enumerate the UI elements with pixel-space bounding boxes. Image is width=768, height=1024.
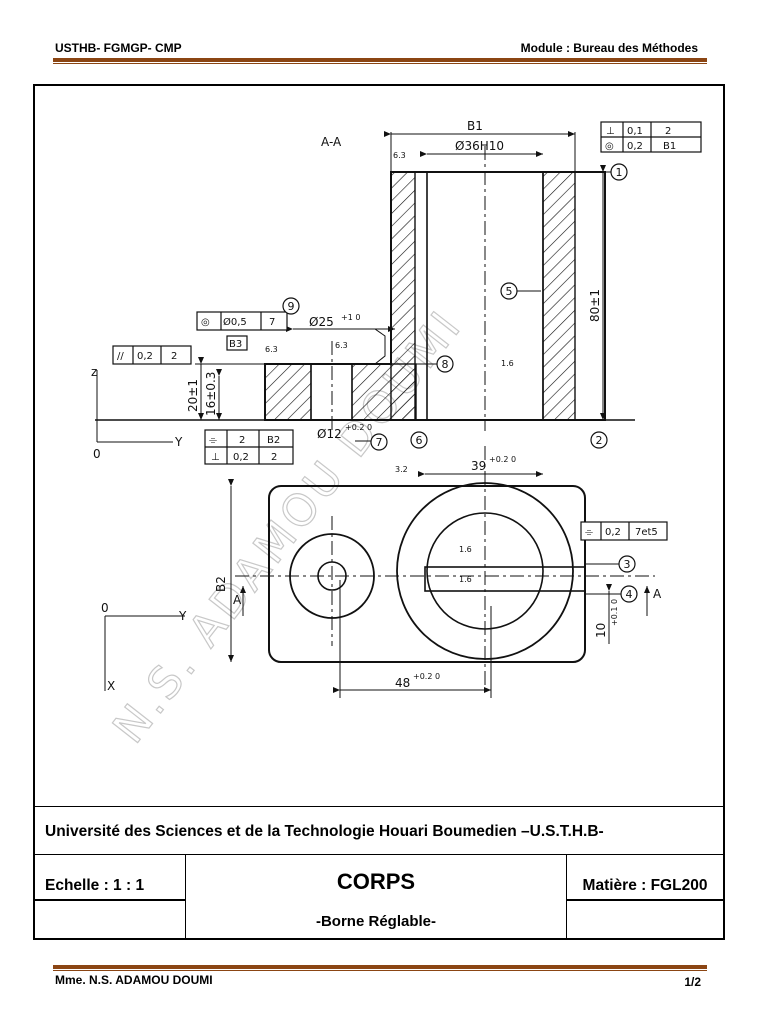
title-block-title-cell: CORPS -Borne Réglable- bbox=[186, 855, 566, 939]
hatch-flange bbox=[264, 363, 312, 421]
scale-label: Echelle : 1 : 1 bbox=[45, 877, 145, 894]
dim-10-tol: +0.1 0 bbox=[610, 599, 619, 626]
tol-conc-top-val: 0,2 bbox=[627, 141, 643, 152]
tol-perp-bottom-sym: ⊥ bbox=[211, 452, 220, 463]
title-block-row: Echelle : 1 : 1 CORPS -Borne Réglable- M… bbox=[35, 854, 723, 939]
technical-drawing: N.S. ADAMOU DOUMI bbox=[91, 119, 702, 753]
callout-6: 6 bbox=[416, 434, 423, 447]
dim-cbore-tol: +1 0 bbox=[341, 313, 360, 322]
section-a-left: A bbox=[233, 593, 242, 607]
dim-cbore: Ø25 bbox=[309, 315, 334, 329]
axis-y-top: Y bbox=[174, 435, 183, 449]
keyway-slot bbox=[424, 566, 586, 592]
tol-par-left-val: 0,2 bbox=[137, 351, 153, 362]
dim-hole: Ø12 bbox=[317, 427, 342, 441]
axis-y-bottom: Y bbox=[178, 609, 187, 623]
tol-conc-top-sym: ◎ bbox=[605, 141, 614, 152]
datum-b3: B3 bbox=[229, 339, 242, 350]
title-block-material-cell: Matière : FGL200 bbox=[566, 855, 723, 939]
tol-perp-bottom-ref: 2 bbox=[271, 452, 277, 463]
tol-sym-bottom-val: 2 bbox=[239, 435, 245, 446]
tol-sym-right-val: 0,2 bbox=[605, 527, 621, 538]
callout-8: 8 bbox=[442, 358, 449, 371]
callout-2: 2 bbox=[596, 434, 603, 447]
roughness-16-c: 1.6 bbox=[459, 575, 472, 584]
hatch-right-wall bbox=[542, 171, 576, 421]
axis-x-bottom: X bbox=[107, 679, 115, 693]
roughness-63-b: 6.3 bbox=[335, 341, 348, 350]
section-a-right: A bbox=[653, 587, 662, 601]
dim-h20: 20±1 bbox=[186, 379, 200, 412]
callout-4: 4 bbox=[626, 588, 633, 601]
callout-1: 1 bbox=[616, 166, 623, 179]
tol-conc-top-ref: B1 bbox=[663, 141, 676, 152]
tol-par-left-sym: // bbox=[117, 351, 124, 362]
dim-39-tol: +0.2 0 bbox=[489, 455, 516, 464]
university-name: Université des Sciences et de la Technol… bbox=[45, 823, 604, 840]
dim-h16: 16±0.3 bbox=[204, 372, 218, 416]
roughness-16-a: 1.6 bbox=[501, 359, 514, 368]
footer-author: Mme. N.S. ADAMOU DOUMI bbox=[55, 973, 213, 987]
roughness-63-a: 6.3 bbox=[393, 151, 406, 160]
roughness-16-b: 1.6 bbox=[459, 545, 472, 554]
material-label: Matière : FGL200 bbox=[582, 877, 708, 894]
part-subtitle: -Borne Réglable- bbox=[315, 913, 436, 930]
footer-rule bbox=[53, 965, 707, 971]
callout-3: 3 bbox=[624, 558, 631, 571]
dim-height: 80±1 bbox=[588, 289, 602, 322]
page-number: 1/2 bbox=[684, 975, 701, 989]
roughness-63-c: 6.3 bbox=[265, 345, 278, 354]
header-institution: USTHB- FGMGP- CMP bbox=[55, 41, 182, 55]
roughness-32: 3.2 bbox=[395, 465, 408, 474]
section-label: A-A bbox=[321, 135, 342, 149]
dim-bore: Ø36H10 bbox=[455, 139, 504, 153]
dim-hole-tol: +0.2 0 bbox=[345, 423, 372, 432]
tol-perp-top-sym: ⊥ bbox=[606, 126, 615, 137]
tol-sym-right-ref: 7et5 bbox=[635, 527, 658, 538]
tol-sym-bottom-ref: B2 bbox=[267, 435, 280, 446]
divider bbox=[567, 899, 723, 901]
hatch-base bbox=[351, 363, 417, 421]
divider bbox=[35, 899, 185, 901]
dim-b2: B2 bbox=[214, 576, 228, 592]
tol-perp-bottom-val: 0,2 bbox=[233, 452, 249, 463]
axis-o-top: 0 bbox=[93, 447, 101, 461]
callout-7: 7 bbox=[376, 436, 383, 449]
tol-conc-left-val: Ø0,5 bbox=[223, 316, 247, 328]
dim-48: 48 bbox=[395, 676, 410, 690]
title-block-scale-cell: Echelle : 1 : 1 bbox=[35, 855, 186, 939]
dim-10: 10 bbox=[594, 623, 608, 638]
title-block-university: Université des Sciences et de la Technol… bbox=[35, 806, 723, 854]
drawing-frame: N.S. ADAMOU DOUMI bbox=[33, 84, 725, 940]
callout-5: 5 bbox=[506, 285, 513, 298]
tol-perp-top-ref: 2 bbox=[665, 126, 671, 137]
axis-o-bottom: 0 bbox=[101, 601, 109, 615]
part-title: CORPS bbox=[336, 869, 416, 894]
tol-par-left-ref: 2 bbox=[171, 351, 177, 362]
tol-sym-right-sym: ⌯ bbox=[585, 527, 593, 538]
tol-sym-bottom-sym: ⌯ bbox=[209, 435, 217, 446]
tol-conc-left-sym: ◎ bbox=[201, 317, 210, 328]
dim-39: 39 bbox=[471, 459, 486, 473]
header-rule bbox=[53, 58, 707, 64]
callout-9: 9 bbox=[288, 300, 295, 313]
dim-48-tol: +0.2 0 bbox=[413, 672, 440, 681]
dim-b1: B1 bbox=[467, 119, 483, 133]
axis-z: z bbox=[91, 365, 97, 379]
header-module: Module : Bureau des Méthodes bbox=[520, 41, 698, 55]
tol-conc-left-ref: 7 bbox=[269, 317, 275, 328]
tol-perp-top-val: 0,1 bbox=[627, 126, 643, 137]
